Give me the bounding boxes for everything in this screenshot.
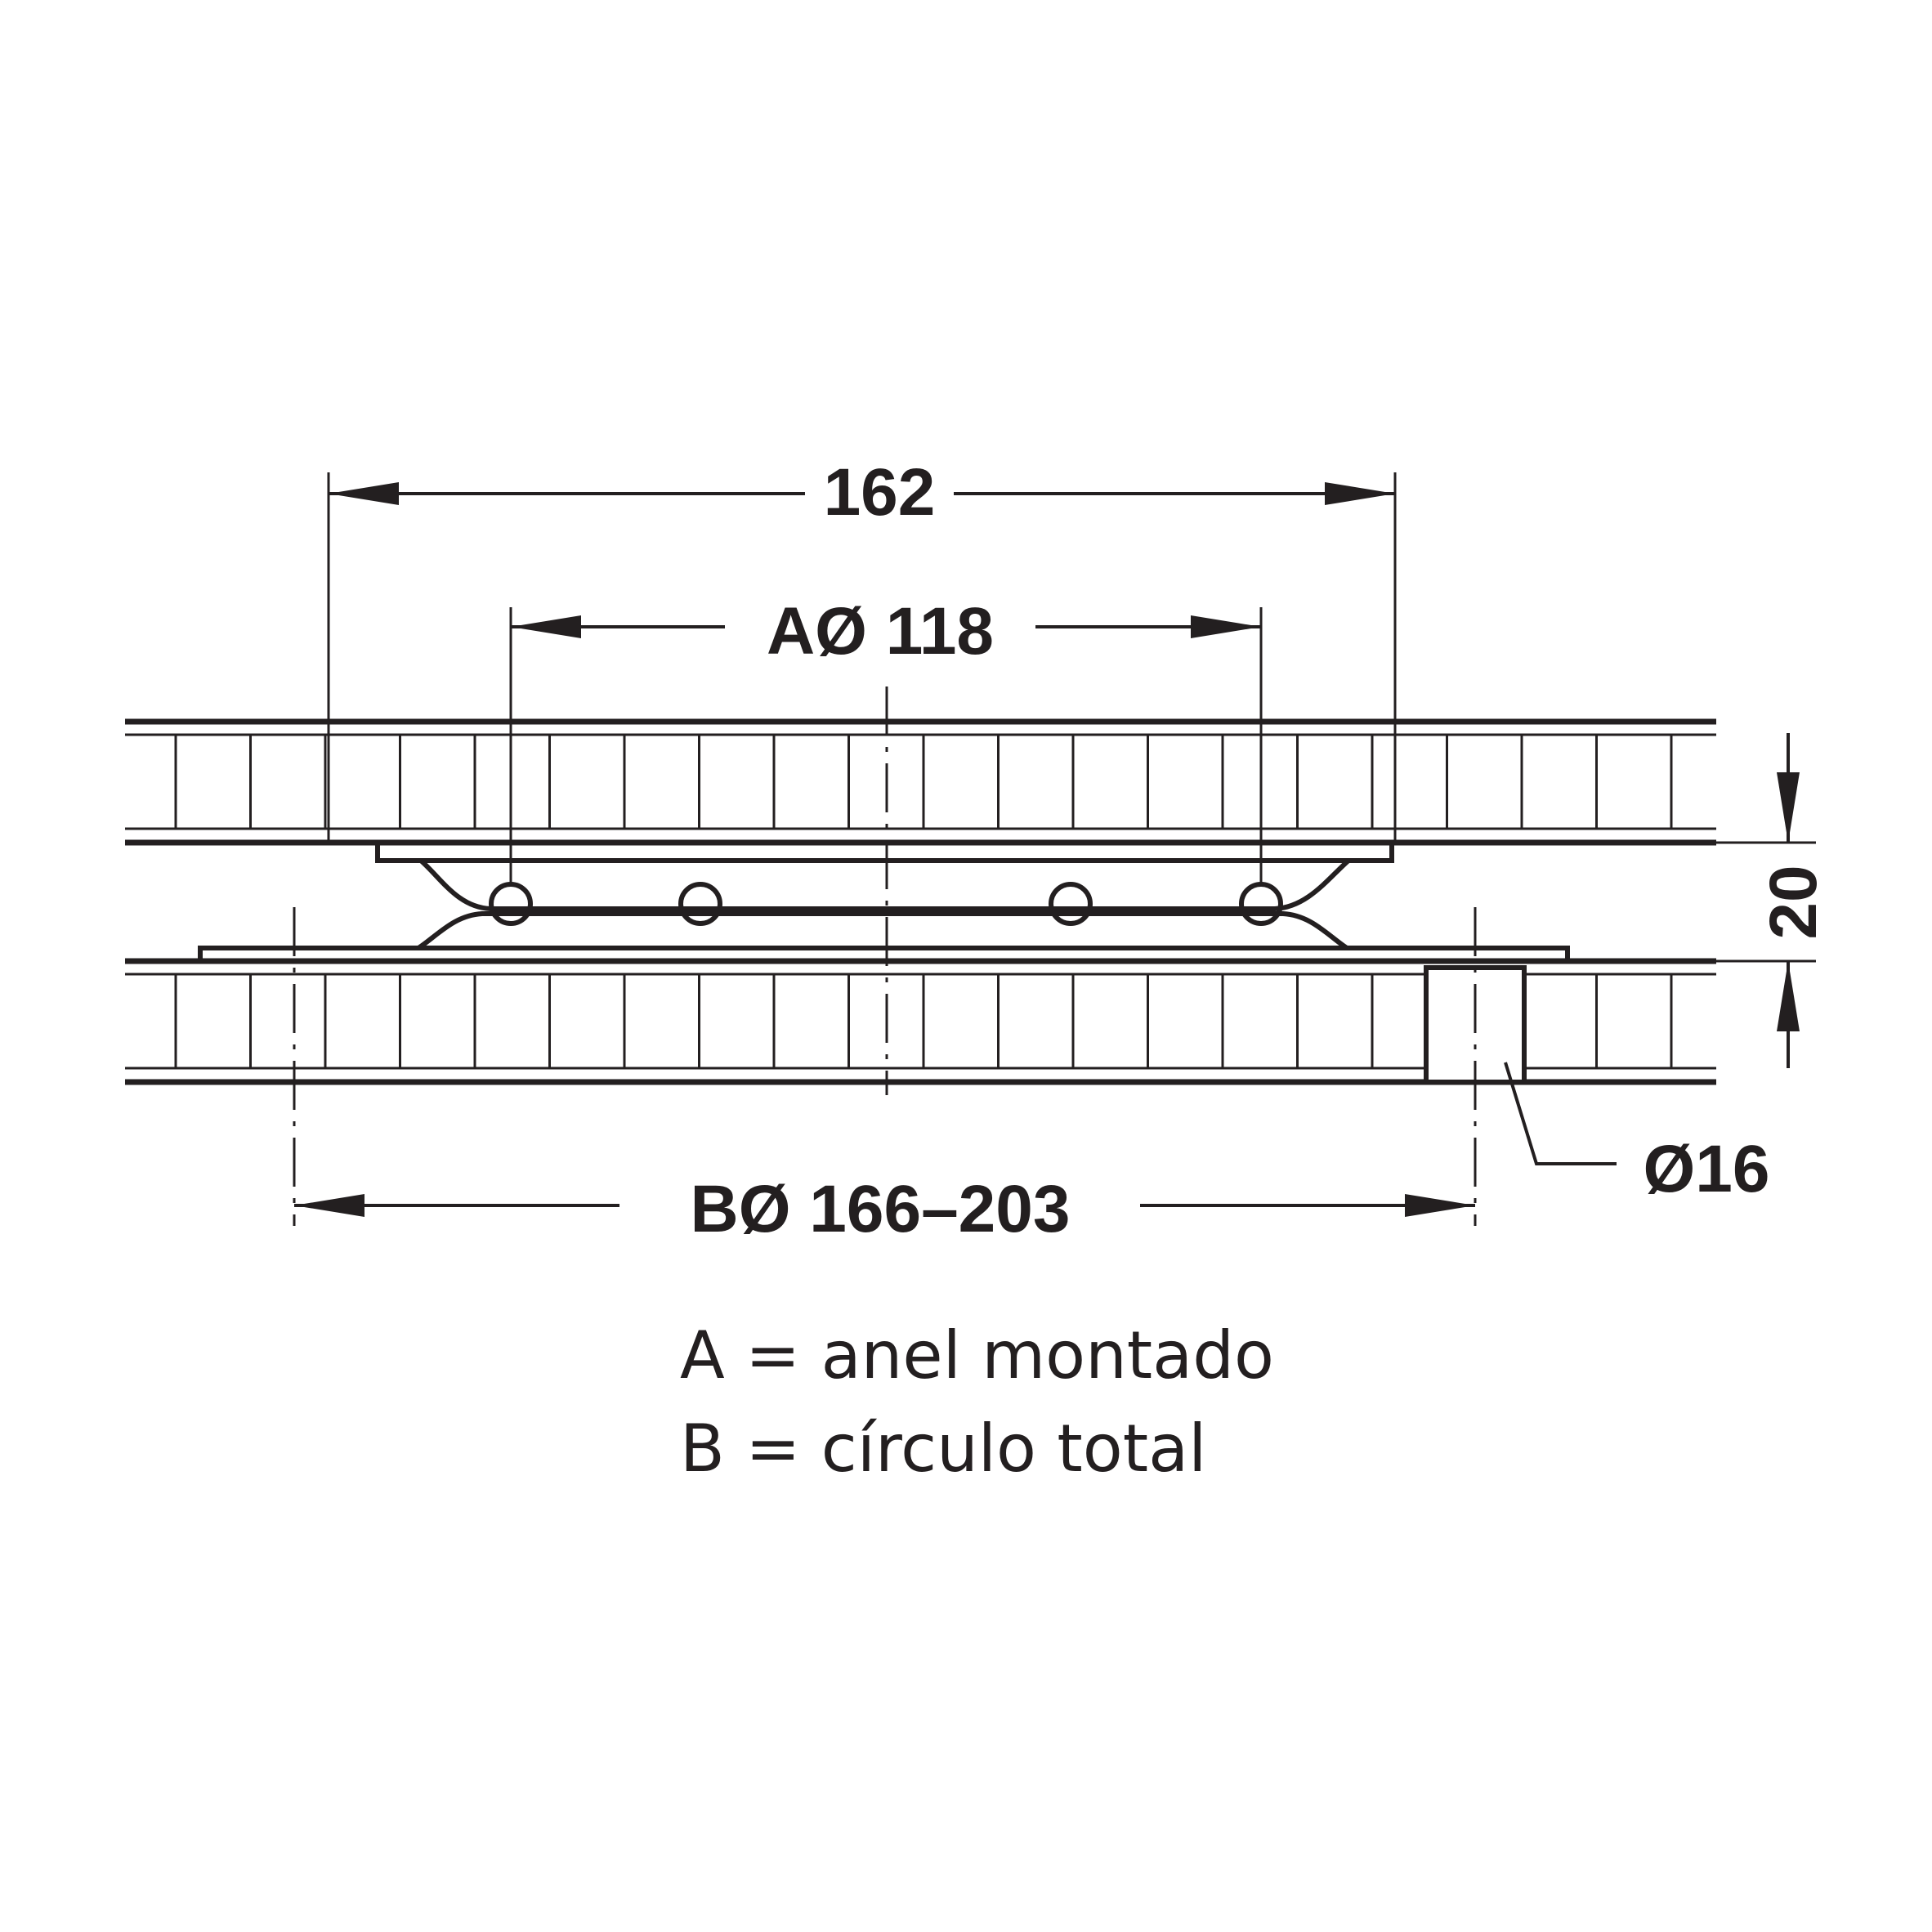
legend-line-a: A = anel montado (680, 1317, 1274, 1393)
bearing-ball (678, 882, 722, 926)
bottom-board (125, 958, 1716, 1085)
dimension-a118-label: AØ 118 (767, 594, 994, 669)
bearing-ball (1239, 882, 1283, 926)
swivel-bearing (198, 843, 1570, 961)
bearing-ball (1049, 882, 1093, 926)
dimension-lines (294, 492, 1790, 1207)
legend: A = anel montado B = círculo total (680, 1317, 1274, 1487)
dimension-20-label: 20 (1756, 865, 1831, 939)
dimension-162-label: 162 (824, 455, 936, 530)
extension-lines (327, 472, 1816, 963)
legend-line-b: B = círculo total (680, 1411, 1206, 1487)
arrowheads (294, 482, 1800, 1217)
dimension-hole-label: Ø16 (1644, 1132, 1770, 1206)
center-lines (293, 686, 1477, 1226)
bearing-ball (489, 882, 533, 926)
dimension-b166-203-label: BØ 166–203 (690, 1172, 1070, 1246)
top-board (125, 718, 1716, 846)
